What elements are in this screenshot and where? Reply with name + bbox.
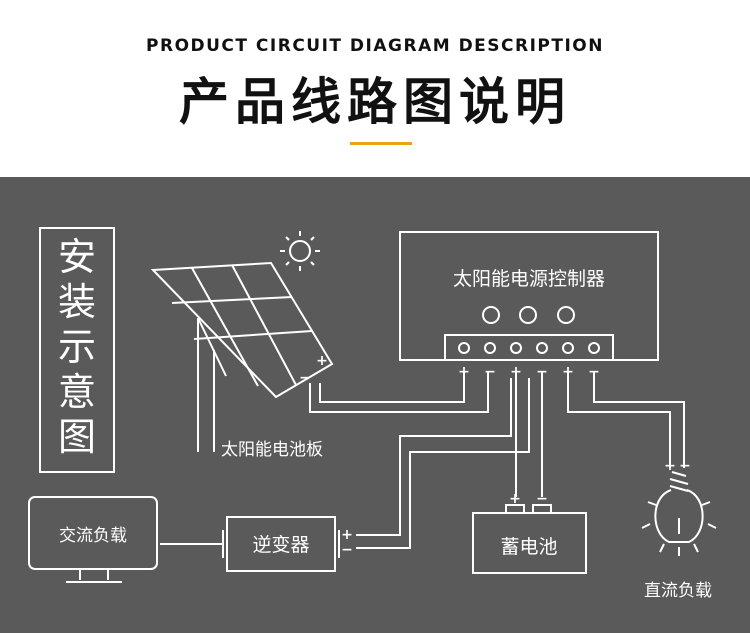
install-label-char: 意 xyxy=(58,370,96,414)
controller-knob xyxy=(519,306,537,324)
solar-panel-label: 太阳能电池板 xyxy=(221,440,323,460)
battery-label: 蓄电池 xyxy=(500,536,557,558)
wire-inverter xyxy=(356,378,530,549)
battery-terminal xyxy=(532,504,552,514)
controller-knob xyxy=(482,306,500,324)
battery-box xyxy=(472,512,587,574)
battery-terminal xyxy=(505,504,525,514)
terminal-block xyxy=(444,334,614,361)
controller-sign: − xyxy=(588,364,600,380)
controller-label: 太阳能电源控制器 xyxy=(453,268,605,290)
polarity-signs: + − + − + − − + + − + − + − xyxy=(299,353,691,558)
battery-sign: − xyxy=(536,491,548,507)
sun-icon xyxy=(280,231,320,271)
header-subtitle: PRODUCT CIRCUIT DIAGRAM DESCRIPTION xyxy=(146,36,604,56)
controller-sign: + xyxy=(458,364,470,380)
install-label-char: 安 xyxy=(58,235,96,279)
bulb-icon xyxy=(641,471,717,556)
inverter-sign: − xyxy=(341,542,353,558)
install-label-char: 装 xyxy=(58,280,96,324)
header-accent-line xyxy=(350,142,412,145)
controller-knob xyxy=(557,306,575,324)
controller-box xyxy=(399,231,659,361)
inverter-label: 逆变器 xyxy=(252,534,309,556)
wire-solar xyxy=(309,372,489,413)
terminal-screws xyxy=(458,342,600,354)
install-label-char: 图 xyxy=(58,415,96,459)
wire-dc-load xyxy=(567,372,685,468)
controller-sign: − xyxy=(484,364,496,380)
controller-sign: + xyxy=(562,364,574,380)
controller-sign: + xyxy=(510,364,522,380)
dc-load-label: 直流负载 xyxy=(644,581,712,601)
battery-sign: + xyxy=(509,491,521,507)
install-label-box xyxy=(39,227,115,473)
dc-load-sign: − xyxy=(679,458,691,474)
solar-panel-icon xyxy=(150,261,334,452)
header: PRODUCT CIRCUIT DIAGRAM DESCRIPTION 产品线路… xyxy=(0,0,750,177)
monitor-icon xyxy=(28,496,158,583)
wire-battery xyxy=(515,372,543,497)
install-label-char: 示 xyxy=(58,325,96,369)
inverter-sign: + xyxy=(341,527,353,543)
solar-panel-sign: − xyxy=(299,370,311,386)
install-label: 安 装 示 意 图 xyxy=(58,235,96,459)
solar-panel-sign: + xyxy=(316,353,328,369)
inverter-box xyxy=(226,516,336,572)
diagram-panel xyxy=(0,177,750,633)
header-title: 产品线路图说明 xyxy=(179,73,571,131)
controller-sign: − xyxy=(536,364,548,380)
ac-load-label: 交流负载 xyxy=(59,526,127,546)
dc-load-sign: + xyxy=(664,458,676,474)
